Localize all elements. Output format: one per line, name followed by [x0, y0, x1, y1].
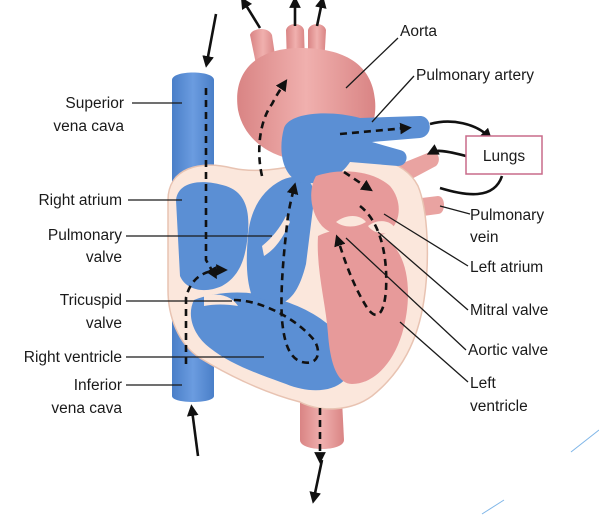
label-left-atrium: Left atrium — [470, 259, 543, 276]
lungs-box — [465, 135, 543, 175]
left-ventricle-chamber — [317, 229, 408, 384]
arrow-into-ivc — [186, 404, 200, 457]
label-pulmonary-valve-line1: Pulmonary — [48, 227, 122, 244]
rv-outflow — [246, 176, 315, 304]
descending-aorta — [300, 400, 344, 449]
leader-pulmonary-vein — [439, 205, 471, 215]
label-right-ventricle: Right ventricle — [24, 349, 122, 366]
pulmonary-artery-vessel — [281, 113, 430, 184]
leader-aortic-valve — [345, 237, 467, 351]
label-superior-vena-cava-line2: vena cava — [53, 118, 124, 135]
leader-aorta — [345, 37, 399, 89]
flow-la-in — [343, 170, 373, 192]
label-pulmonary-valve-line2: valve — [86, 249, 122, 266]
label-aortic-valve: Aortic valve — [468, 342, 548, 359]
leader-lines — [126, 37, 471, 386]
label-inferior-vena-cava-line1: Inferior — [74, 377, 122, 394]
leader-left-ventricle — [399, 321, 469, 383]
corner-decoration — [481, 429, 599, 515]
arrow-descending-out — [309, 459, 324, 504]
label-pulmonary-artery: Pulmonary artery — [416, 67, 534, 84]
arrow-from-lungs — [426, 144, 467, 158]
right-ventricle-chamber — [190, 292, 349, 391]
flow-aorta-up — [257, 79, 288, 177]
label-mitral-valve: Mitral valve — [470, 302, 548, 319]
label-superior-vena-cava-line1: Superior — [65, 95, 124, 112]
label-pulmonary-vein-line1: Pulmonary — [470, 207, 544, 224]
label-inferior-vena-cava-line2: vena cava — [51, 400, 122, 417]
leader-left-atrium — [383, 213, 469, 267]
blood-flow-paths — [184, 79, 412, 464]
flow-ra-to-rv — [184, 264, 228, 364]
leader-pulmonary-artery — [371, 75, 415, 123]
leader-mitral-valve — [377, 231, 469, 311]
arrow-aorta-branch-3 — [315, 0, 327, 27]
lungs-label: Lungs — [483, 148, 525, 165]
arrow-aorta-branch-1 — [240, 0, 262, 29]
valve-cusps — [204, 216, 396, 306]
solid-arrows — [186, 0, 504, 504]
lungs-return-loop — [439, 175, 504, 196]
arrow-to-lungs — [429, 120, 493, 141]
label-tricuspid-valve-line2: valve — [86, 315, 122, 332]
label-pulmonary-vein-line2: vein — [470, 229, 498, 246]
label-tricuspid-valve-line1: Tricuspid — [60, 292, 122, 309]
label-right-atrium: Right atrium — [38, 192, 122, 209]
flow-rv-loop — [233, 182, 320, 364]
flow-lv-loop — [334, 204, 388, 317]
label-left-ventricle-line1: Left — [470, 375, 497, 392]
flow-svc-to-ra — [204, 88, 217, 280]
arrow-into-svc — [202, 13, 218, 68]
label-left-ventricle-line2: ventricle — [470, 398, 528, 415]
label-aorta: Aorta — [400, 23, 437, 40]
